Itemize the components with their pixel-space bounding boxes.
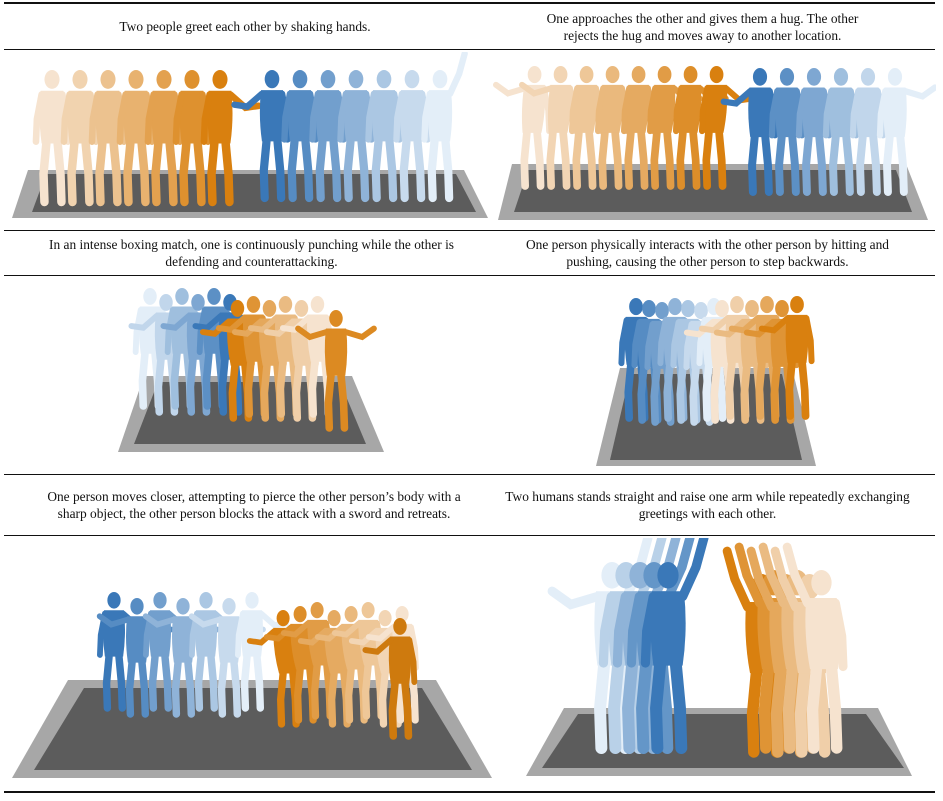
caption-hug: One approaches the other and gives them …	[546, 10, 859, 43]
human-figure	[60, 69, 100, 207]
row3-rule-bottom	[4, 535, 935, 536]
caption-sword: One person moves closer, attempting to p…	[47, 489, 461, 521]
row2-rule-top	[4, 230, 935, 231]
caption-boxing: In an intense boxing match, one is conti…	[49, 237, 454, 269]
figure-sword	[12, 592, 492, 778]
human-figure	[795, 68, 833, 196]
row1-rule	[4, 49, 935, 50]
human-figure	[568, 65, 605, 190]
human-figure	[295, 310, 377, 432]
figure-hug	[492, 65, 936, 220]
human-figure	[309, 70, 347, 203]
human-figure	[362, 618, 418, 740]
caption-push: One person physically interacts with the…	[526, 237, 889, 269]
human-figure	[698, 65, 755, 190]
human-figure	[172, 69, 212, 207]
human-figure	[640, 538, 709, 754]
human-figure	[758, 296, 815, 420]
figure-wave	[526, 538, 912, 776]
top-rule	[4, 2, 935, 4]
human-figure	[116, 69, 156, 207]
figure-boxing	[118, 288, 384, 452]
human-figure	[421, 52, 468, 203]
caption-greet: Two people greet each other by shaking h…	[119, 19, 371, 34]
figure-greet	[12, 52, 488, 218]
caption-wave: Two humans stands straight and raise one…	[505, 489, 910, 521]
row3-rule-top	[4, 474, 935, 475]
human-figure	[32, 69, 72, 207]
human-figure	[782, 542, 848, 754]
human-figure	[876, 68, 936, 196]
row2-rule-bottom	[4, 275, 935, 276]
floor	[514, 170, 912, 212]
figure-push	[596, 296, 816, 466]
bottom-rule	[4, 791, 935, 793]
